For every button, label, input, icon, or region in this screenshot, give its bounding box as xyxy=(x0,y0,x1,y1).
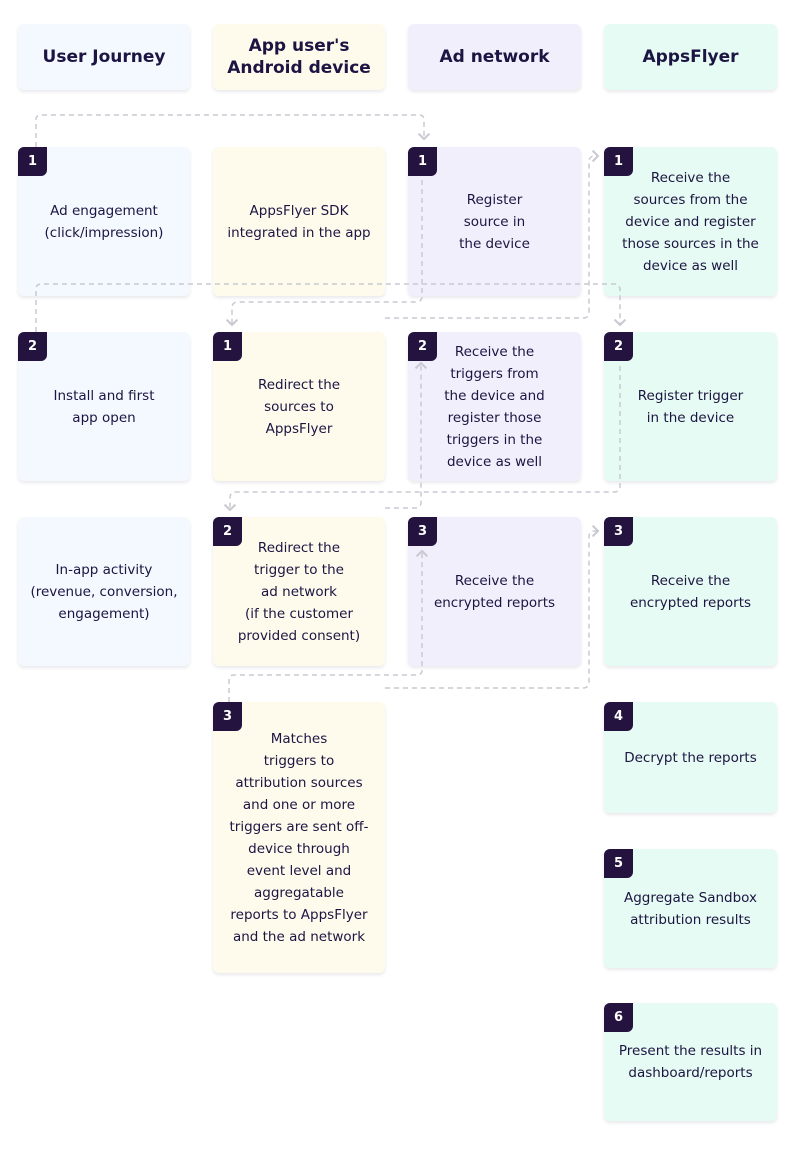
header-appsflyer-label: AppsFlyer xyxy=(642,47,739,67)
header-user-journey: User Journey xyxy=(18,24,190,90)
card-text: Redirect the trigger to the ad network (… xyxy=(237,539,361,644)
card-text: Receive the encrypted reports xyxy=(629,572,752,611)
step-badge: 2 xyxy=(408,332,437,361)
step-badge: 2 xyxy=(604,332,633,361)
card-sdk-integrated: AppsFlyer SDK integrated in the app xyxy=(213,147,385,296)
card-register-trigger: 2 Register trigger in the device xyxy=(604,332,777,481)
card-text: Present the results in dashboard/reports xyxy=(618,1043,763,1081)
card-present-results: 6 Present the results in dashboard/repor… xyxy=(604,1003,777,1121)
step-badge: 3 xyxy=(408,517,437,546)
card-redirect-trigger: 2 Redirect the trigger to the ad network… xyxy=(213,517,385,666)
step-badge: 5 xyxy=(604,849,633,878)
card-install: 2 Install and first app open xyxy=(18,332,190,481)
card-text: Register source in the device xyxy=(459,191,530,252)
step-badge: 1 xyxy=(408,147,437,176)
connector-engagement-to-register-source xyxy=(35,114,431,147)
step-badge: 3 xyxy=(604,517,633,546)
header-user-journey-label: User Journey xyxy=(42,47,166,67)
card-receive-sources: 1 Receive the sources from the device an… xyxy=(604,147,777,296)
card-text: AppsFlyer SDK integrated in the app xyxy=(227,202,371,241)
card-text: Receive the encrypted reports xyxy=(433,572,556,611)
step-badge: 1 xyxy=(213,332,242,361)
card-aggregate-results: 5 Aggregate Sandbox attribution results xyxy=(604,849,777,968)
header-appsflyer: AppsFlyer xyxy=(604,24,777,90)
card-matches-triggers: 3 Matches triggers to attribution source… xyxy=(213,702,385,973)
card-redirect-sources: 1 Redirect the sources to AppsFlyer xyxy=(213,332,385,481)
step-badge: 1 xyxy=(18,147,47,176)
card-ad-engagement: 1 Ad engagement (click/impression) xyxy=(18,147,190,296)
card-text: Matches triggers to attribution sources … xyxy=(229,730,369,945)
card-text: Aggregate Sandbox attribution results xyxy=(623,889,758,928)
card-text: Ad engagement (click/impression) xyxy=(44,202,164,241)
header-android-device: App user's Android device xyxy=(213,24,385,90)
card-adnet-receive-reports: 3 Receive the encrypted reports xyxy=(408,517,581,666)
card-text: Receive the sources from the device and … xyxy=(622,169,759,274)
header-ad-network-label: Ad network xyxy=(439,47,550,67)
step-badge: 1 xyxy=(604,147,633,176)
card-af-receive-reports: 3 Receive the encrypted reports xyxy=(604,517,777,666)
card-text: Register trigger in the device xyxy=(637,387,744,426)
step-badge: 3 xyxy=(213,702,242,731)
card-register-source: 1 Register source in the device xyxy=(408,147,581,296)
card-decrypt-reports: 4 Decrypt the reports xyxy=(604,702,777,813)
card-text: Redirect the sources to AppsFlyer xyxy=(257,376,341,437)
card-text: Receive the triggers from the device and… xyxy=(444,343,545,470)
card-receive-triggers: 2 Receive the triggers from the device a… xyxy=(408,332,581,481)
card-text: Decrypt the reports xyxy=(624,749,757,766)
step-badge: 6 xyxy=(604,1003,633,1032)
header-android-device-label: App user's Android device xyxy=(227,36,371,78)
card-text: Install and first app open xyxy=(53,387,155,426)
header-ad-network: Ad network xyxy=(408,24,581,90)
step-badge: 2 xyxy=(213,517,242,546)
step-badge: 2 xyxy=(18,332,47,361)
step-badge: 4 xyxy=(604,702,633,731)
card-in-app-activity: In-app activity (revenue, conversion, en… xyxy=(18,517,190,666)
card-text: In-app activity (revenue, conversion, en… xyxy=(30,561,178,622)
